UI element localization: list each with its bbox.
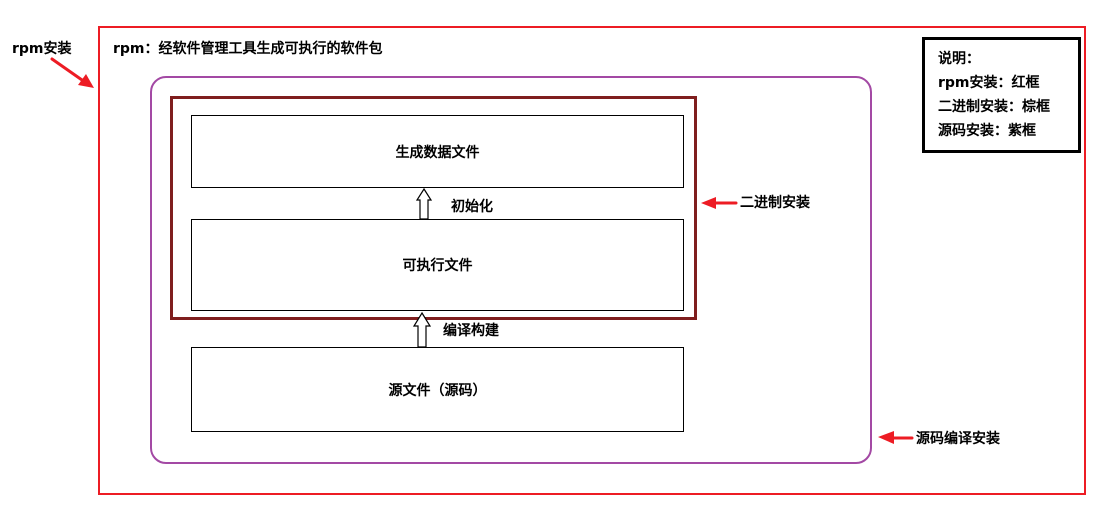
executable-box: 可执行文件 bbox=[191, 219, 684, 311]
data-files-label: 生成数据文件 bbox=[395, 144, 480, 161]
legend-source: 源码安装：紫框 bbox=[938, 123, 1036, 139]
binary-pointer-arrow bbox=[701, 197, 738, 209]
source-install-frame bbox=[150, 76, 872, 464]
init-up-arrow bbox=[415, 187, 433, 220]
legend-box: 说明： rpm安装：红框 二进制安装：棕框 源码安装：紫框 bbox=[922, 37, 1081, 153]
compile-up-arrow bbox=[412, 311, 432, 348]
rpm-pointer-arrow bbox=[50, 57, 94, 88]
legend-rpm: rpm安装：红框 bbox=[938, 75, 1040, 91]
source-compile-install-label: 源码编译安装 bbox=[916, 431, 1000, 447]
legend-binary: 二进制安装：棕框 bbox=[938, 99, 1050, 115]
data-files-box: 生成数据文件 bbox=[191, 115, 684, 188]
rpm-install-frame bbox=[98, 26, 1086, 495]
executable-label: 可执行文件 bbox=[402, 258, 473, 274]
rpm-title: rpm：经软件管理工具生成可执行的软件包 bbox=[113, 41, 383, 57]
compile-arrow-label: 编译构建 bbox=[443, 323, 499, 339]
binary-install-label: 二进制安装 bbox=[740, 195, 810, 211]
init-arrow-label: 初始化 bbox=[451, 199, 493, 215]
source-label: 源文件（源码） bbox=[388, 382, 487, 399]
source-compile-pointer-arrow bbox=[878, 431, 914, 444]
binary-install-frame bbox=[170, 96, 697, 320]
rpm-install-label: rpm安装 bbox=[12, 41, 72, 57]
source-box: 源文件（源码） bbox=[191, 347, 684, 432]
legend-title: 说明： bbox=[938, 51, 980, 67]
